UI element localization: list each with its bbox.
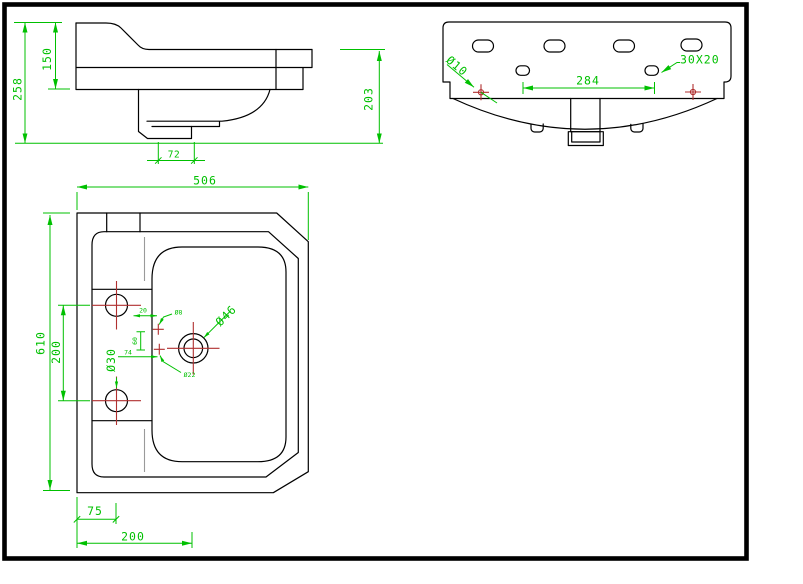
- drain-flange-outer: [567, 131, 604, 147]
- dim-72-text: 72: [168, 150, 180, 161]
- plan-rim-inner-edge: [91, 231, 299, 478]
- center-mark: [167, 322, 220, 375]
- dim-150-text: 150: [40, 47, 54, 71]
- dim-74-text: 74: [124, 349, 132, 357]
- drain-flange-inner: [571, 131, 601, 143]
- side-view: 258 150 203 72: [11, 22, 385, 165]
- dim-506-extensions: [76, 192, 309, 240]
- rear-foot-left: [530, 123, 544, 133]
- dim-200b-text: 200: [121, 530, 145, 544]
- dim-20-text: 20: [139, 307, 147, 315]
- center-mark: [685, 84, 701, 100]
- dim-60-text: 60: [131, 337, 139, 345]
- mounting-slot: [543, 39, 566, 53]
- dim-200-text: 200: [49, 340, 63, 364]
- plan-back-ticks: [106, 212, 141, 233]
- rear-view: 284 Ø10 30X20: [442, 21, 732, 147]
- dim-506-text: 506: [193, 174, 217, 188]
- side-view-bowl-underside: [146, 88, 271, 128]
- label-dia8-text: Ø8: [175, 309, 183, 317]
- label-dia22-leader: [159, 355, 182, 373]
- mounting-slot: [680, 38, 703, 52]
- center-mark: [92, 281, 141, 330]
- label-dia46-leader: [203, 310, 231, 339]
- leader-dia10-text: Ø10: [443, 53, 470, 79]
- leader-30x20-text: 30X20: [680, 53, 720, 67]
- mounting-slot: [471, 39, 495, 53]
- dim-72-ticks: [154, 156, 198, 165]
- leader-30x20-line: [661, 62, 680, 73]
- leader-dia10-tail: [480, 91, 498, 104]
- sheet-border: [2, 2, 749, 561]
- label-dia22-text: Ø22: [184, 371, 196, 379]
- drain-pipe: [570, 97, 601, 133]
- dim-610-text: 610: [34, 331, 48, 355]
- deck-divider-lines: [91, 288, 153, 422]
- label-dia8-leader: [158, 313, 173, 325]
- side-view-body-lines: [75, 22, 313, 91]
- dim-610-extensions: [43, 212, 70, 491]
- mounting-slot: [612, 39, 636, 53]
- plan-view: 506 610 200 Ø30 Ø46 Ø8 Ø22 20 60 74 75: [34, 174, 309, 548]
- dim-75-text: 75: [87, 504, 103, 518]
- side-view-trap-outline: [137, 88, 193, 140]
- label-dia30-text: Ø30: [104, 348, 118, 372]
- dim-75-ticks: [73, 515, 120, 523]
- leader-dia10-line: [446, 64, 475, 88]
- dim-203-text: 203: [362, 87, 376, 111]
- rear-panel-outline: [442, 21, 732, 100]
- side-view-top-profile: [75, 22, 313, 51]
- dim-60-line: [136, 331, 145, 351]
- dim-284-text: 284: [576, 74, 600, 88]
- basin-inner-edge: [151, 246, 287, 463]
- rear-foot-right: [630, 123, 644, 133]
- center-mark-small: [152, 323, 164, 335]
- plan-outer-edge: [76, 212, 309, 494]
- rear-bowl-arc: [452, 97, 718, 130]
- dim-258-text: 258: [11, 77, 25, 101]
- dim-75-extensions: [76, 497, 117, 548]
- fixing-hole-oval: [515, 65, 531, 76]
- center-mark-small: [153, 343, 165, 355]
- fixing-hole-oval: [644, 65, 660, 76]
